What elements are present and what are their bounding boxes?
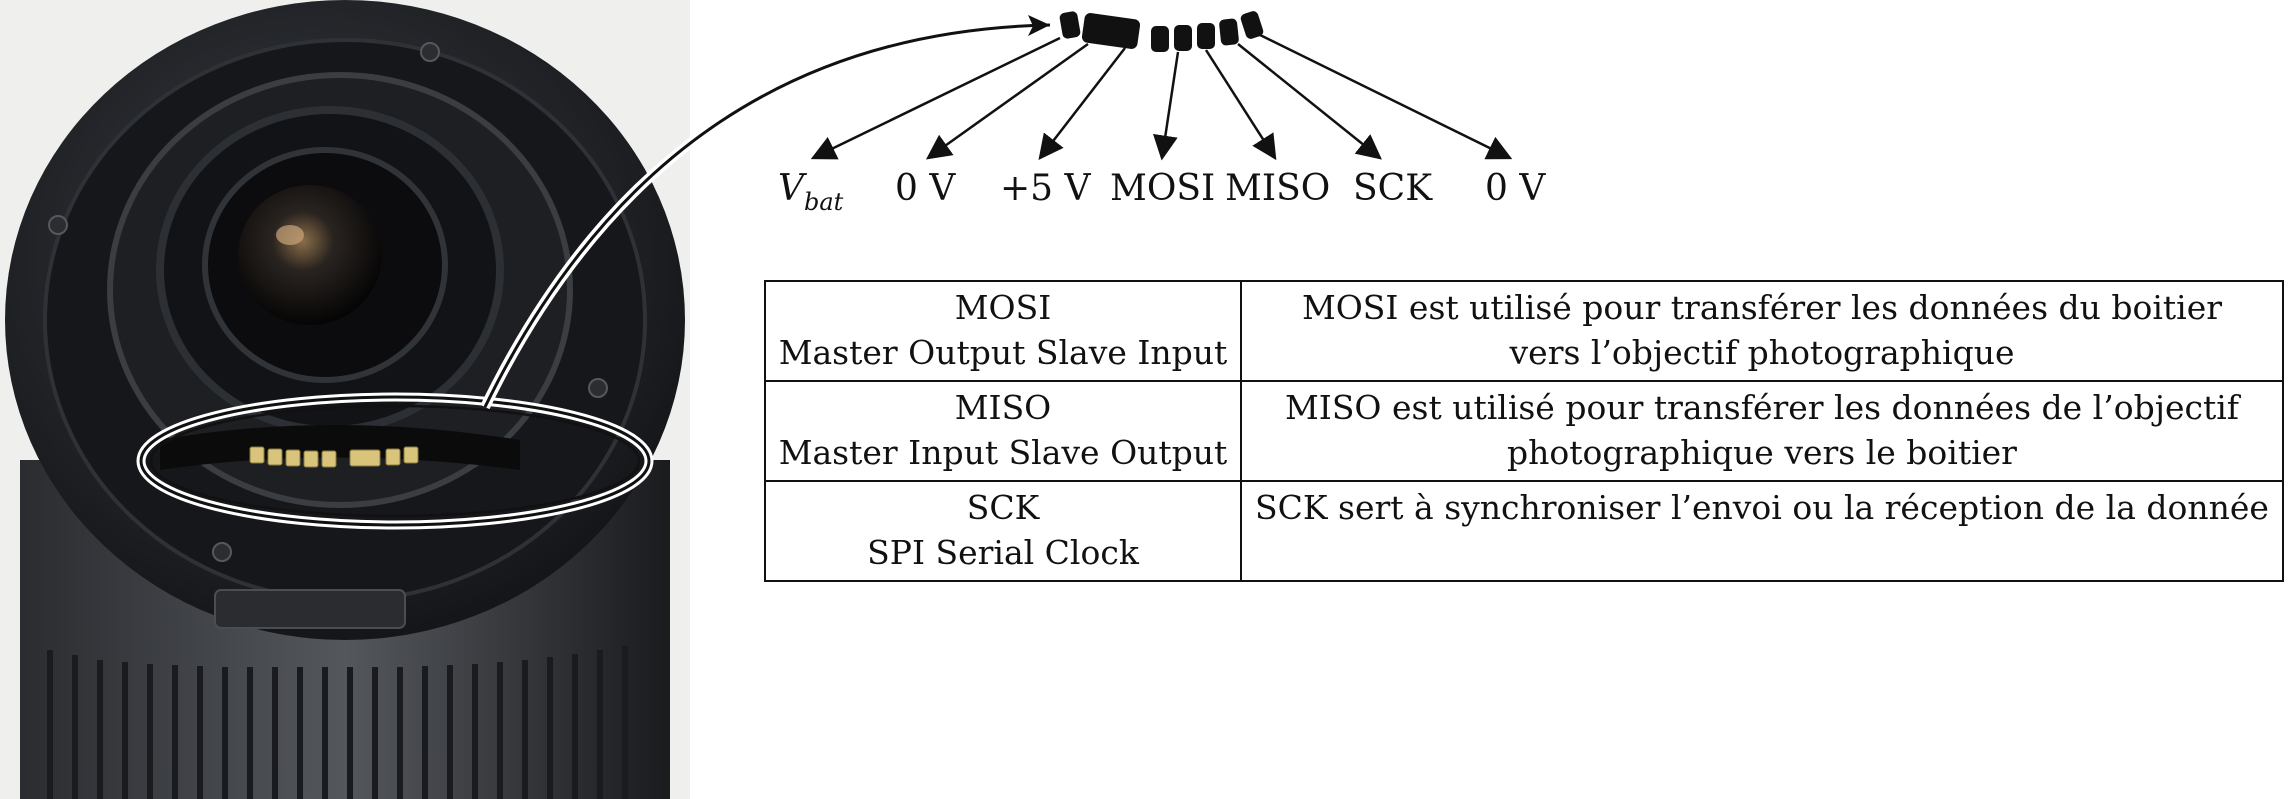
label-gnd-1: 0 V [895, 168, 956, 209]
label-plus-5v: +5 V [1000, 168, 1091, 209]
signal-description-line: photographique vers le boitier [1507, 433, 2017, 472]
signal-abbrev: SCK [966, 488, 1040, 527]
label-mosi: MOSI [1110, 168, 1216, 209]
signal-description-line: SCK sert à synchroniser l’envoi ou la ré… [1255, 488, 2269, 527]
signal-description-cell: MISO est utilisé pour transférer les don… [1240, 380, 2284, 482]
signal-description-cell: MOSI est utilisé pour transférer les don… [1240, 280, 2284, 382]
label-miso: MISO [1225, 168, 1331, 209]
signal-name-cell: SCK SPI Serial Clock [764, 480, 1242, 582]
signal-abbrev: MOSI [954, 288, 1052, 327]
label-vbat: Vbat [778, 168, 843, 216]
label-sck: SCK [1353, 168, 1433, 209]
signal-description-line: vers l’objectif photographique [1509, 333, 2015, 372]
connector-pins [1059, 11, 1264, 52]
signal-full-name: Master Input Slave Output [778, 433, 1228, 472]
signal-description-cell: SCK sert à synchroniser l’envoi ou la ré… [1240, 480, 2284, 582]
label-gnd-2: 0 V [1485, 168, 1546, 209]
signal-full-name: Master Output Slave Input [778, 333, 1228, 372]
label-vbat-sub: bat [804, 188, 844, 216]
table-row: SCK SPI Serial Clock SCK sert à synchron… [764, 480, 2284, 582]
lens-photo [0, 0, 690, 799]
signal-name-cell: MISO Master Input Slave Output [764, 380, 1242, 482]
signal-description-line: MOSI est utilisé pour transférer les don… [1301, 288, 2223, 327]
table-row: MOSI Master Output Slave Input MOSI est … [764, 280, 2284, 382]
signal-name-cell: MOSI Master Output Slave Input [764, 280, 1242, 382]
signal-full-name: SPI Serial Clock [867, 533, 1139, 572]
pin-arrows [810, 32, 1513, 161]
table-row: MISO Master Input Slave Output MISO est … [764, 380, 2284, 482]
signal-description-line: MISO est utilisé pour transférer les don… [1285, 388, 2239, 427]
label-vbat-main: V [778, 168, 804, 209]
signal-abbrev: MISO [954, 388, 1052, 427]
spi-signal-table: MOSI Master Output Slave Input MOSI est … [764, 280, 2284, 582]
